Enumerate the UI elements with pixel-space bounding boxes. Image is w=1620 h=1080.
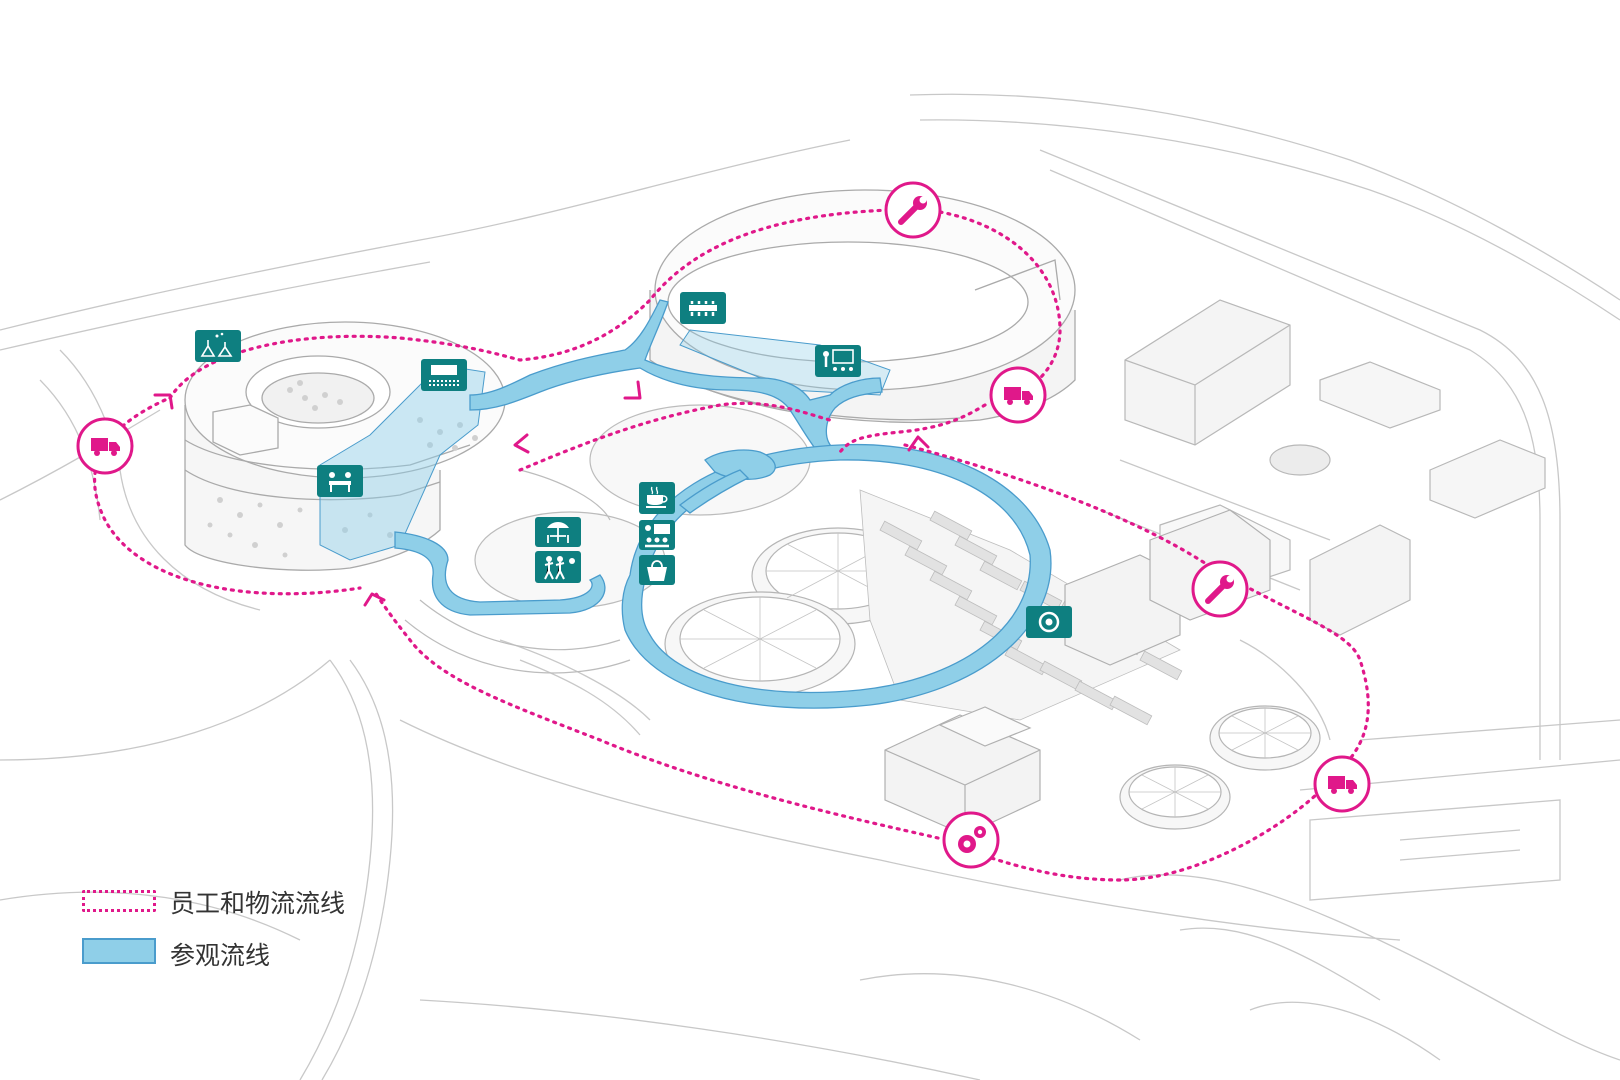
buildings-right — [1124, 299, 1546, 636]
staff-logistics-route — [92, 208, 1370, 882]
legend-label-staff-logistics: 员工和物流流线 — [170, 889, 346, 918]
blue-band-swatch — [82, 938, 156, 964]
route-arrows — [153, 380, 930, 607]
legend-item-staff-logistics: 员工和物流流线 — [82, 880, 402, 920]
presentation-icon — [815, 345, 861, 377]
legend-item-visitor: 参观流线 — [82, 932, 402, 972]
wrench-marker-north — [884, 181, 942, 239]
visitor-route — [319, 299, 1052, 709]
meeting-icon — [317, 465, 363, 497]
truck-marker-west — [76, 417, 134, 475]
conference-icon — [680, 292, 726, 324]
outdoor-cafe-icon — [535, 517, 581, 547]
truck-marker-northeast — [989, 366, 1047, 424]
coffee-icon — [639, 482, 675, 514]
staff-markers — [76, 181, 1371, 869]
legend-label-visitor: 参观流线 — [170, 941, 271, 970]
dotted-line-swatch — [82, 890, 156, 912]
viewpoint-icon — [1026, 606, 1072, 638]
training-icon — [639, 520, 675, 550]
facade-dots — [207, 380, 478, 558]
function-icons — [195, 292, 1072, 638]
lab-icon — [195, 330, 241, 362]
lecture-icon — [421, 359, 467, 391]
legend: 员工和物流流线 参观流线 — [82, 880, 402, 984]
site-linework — [0, 93, 1620, 1080]
truck-marker-southeast — [1313, 755, 1371, 813]
gears-marker-south — [942, 811, 1000, 869]
wrench-marker-east — [1191, 560, 1249, 618]
exhibition-hall-left — [184, 321, 506, 571]
activity-icon — [535, 551, 581, 583]
shopping-icon — [639, 555, 675, 585]
